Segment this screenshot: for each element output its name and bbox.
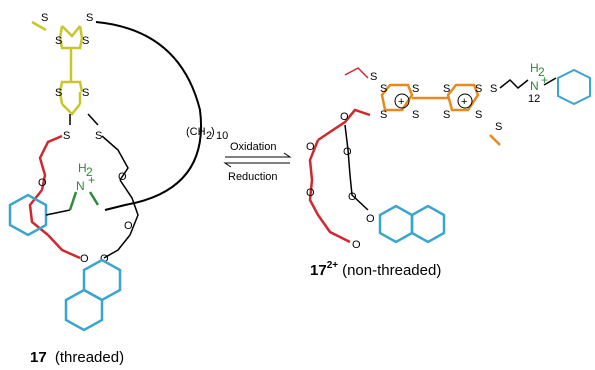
chain-label-close: ): [211, 126, 215, 138]
o-atom: O: [124, 220, 133, 232]
plus-charge: +: [88, 173, 95, 187]
decamethylene-tether: [95, 21, 202, 211]
s-atom: S: [55, 87, 62, 99]
s-atom: S: [370, 71, 377, 83]
plus-charge: +: [461, 96, 467, 108]
chain-length-label: (CH 2 ) 10: [186, 126, 228, 142]
left-compound-number: 17: [30, 349, 47, 366]
o-atom: O: [340, 111, 349, 123]
h-atom: H: [78, 161, 87, 175]
reduction-label: Reduction: [228, 171, 278, 183]
left-compound-state: (threaded): [55, 349, 124, 366]
o-atom: O: [306, 187, 315, 199]
plus-charge: +: [398, 96, 404, 108]
dethreaded-dication-17: S + + S S S S S S S S S S 12 H 2 N +: [306, 61, 591, 251]
s-atom: S: [82, 87, 89, 99]
radical-cation-charge: [394, 93, 410, 109]
s-atom: S: [490, 83, 497, 95]
oxidized-ttf-unit: [380, 83, 501, 146]
s-atom: S: [380, 109, 387, 121]
s-atom: S: [82, 35, 89, 47]
s-atom: S: [495, 121, 502, 133]
naphthalene-unit: [64, 258, 122, 332]
right-compound-charge: 2+: [327, 260, 339, 271]
right-caption: 172+(non-threaded): [310, 260, 441, 279]
ammonium-group: H 2 N +: [68, 161, 100, 211]
o-atom: O: [366, 213, 375, 225]
ttf-unit: [31, 20, 84, 116]
plus-charge: +: [541, 73, 548, 87]
o-atom: O: [100, 253, 109, 265]
s-atom: S: [412, 109, 419, 121]
s-atom: S: [63, 130, 70, 142]
o-atom: O: [352, 239, 361, 251]
s-atom: S: [380, 83, 387, 95]
left-caption: 17 (threaded): [30, 349, 124, 366]
right-compound-number: 17: [310, 262, 327, 279]
s-atom: S: [55, 35, 62, 47]
h-subscript: 2: [86, 165, 93, 179]
radical-cation-charge: [457, 93, 473, 109]
s-atom: S: [443, 109, 450, 121]
threaded-rotaxane-17: S S S S S S S S O O O O O H 2: [8, 12, 202, 332]
n-atom: N: [76, 179, 85, 193]
s-atom: S: [443, 83, 450, 95]
s-atom: S: [41, 12, 48, 24]
chain-label-sub2: 10: [216, 130, 228, 142]
s-atom: S: [475, 83, 482, 95]
ttf-sulfur-labels: S S S S S S S S: [41, 12, 102, 142]
oxidation-label: Oxidation: [230, 141, 276, 153]
chain-label-base: (CH: [186, 126, 206, 138]
crown-ether-macrocycle: [308, 108, 371, 244]
chain-subscript: 12: [528, 93, 540, 105]
o-atom: O: [348, 191, 357, 203]
o-atom: O: [118, 171, 127, 183]
n-atom: N: [530, 79, 539, 93]
equilibrium-arrows: Oxidation Reduction: [223, 141, 292, 183]
chain-label-sub1: 2: [206, 130, 212, 142]
o-atom: O: [306, 141, 315, 153]
right-compound-state: (non-threaded): [342, 262, 441, 279]
crown-ether-macrocycle: [28, 134, 139, 260]
o-atom: O: [80, 253, 89, 265]
s-atom: S: [86, 12, 93, 24]
h-subscript: 2: [538, 65, 545, 79]
benzyl-ring: [8, 193, 48, 237]
o-atom: O: [343, 146, 352, 158]
reverse-arrow: [223, 162, 290, 168]
s-atom: S: [95, 130, 102, 142]
s-atom: S: [475, 109, 482, 121]
benzyl-ring: [557, 68, 591, 106]
o-atom: O: [38, 177, 47, 189]
h-atom: H: [530, 61, 539, 75]
s-atom: S: [412, 83, 419, 95]
forward-arrow: [225, 152, 292, 158]
naphthalene-unit: [378, 204, 446, 244]
